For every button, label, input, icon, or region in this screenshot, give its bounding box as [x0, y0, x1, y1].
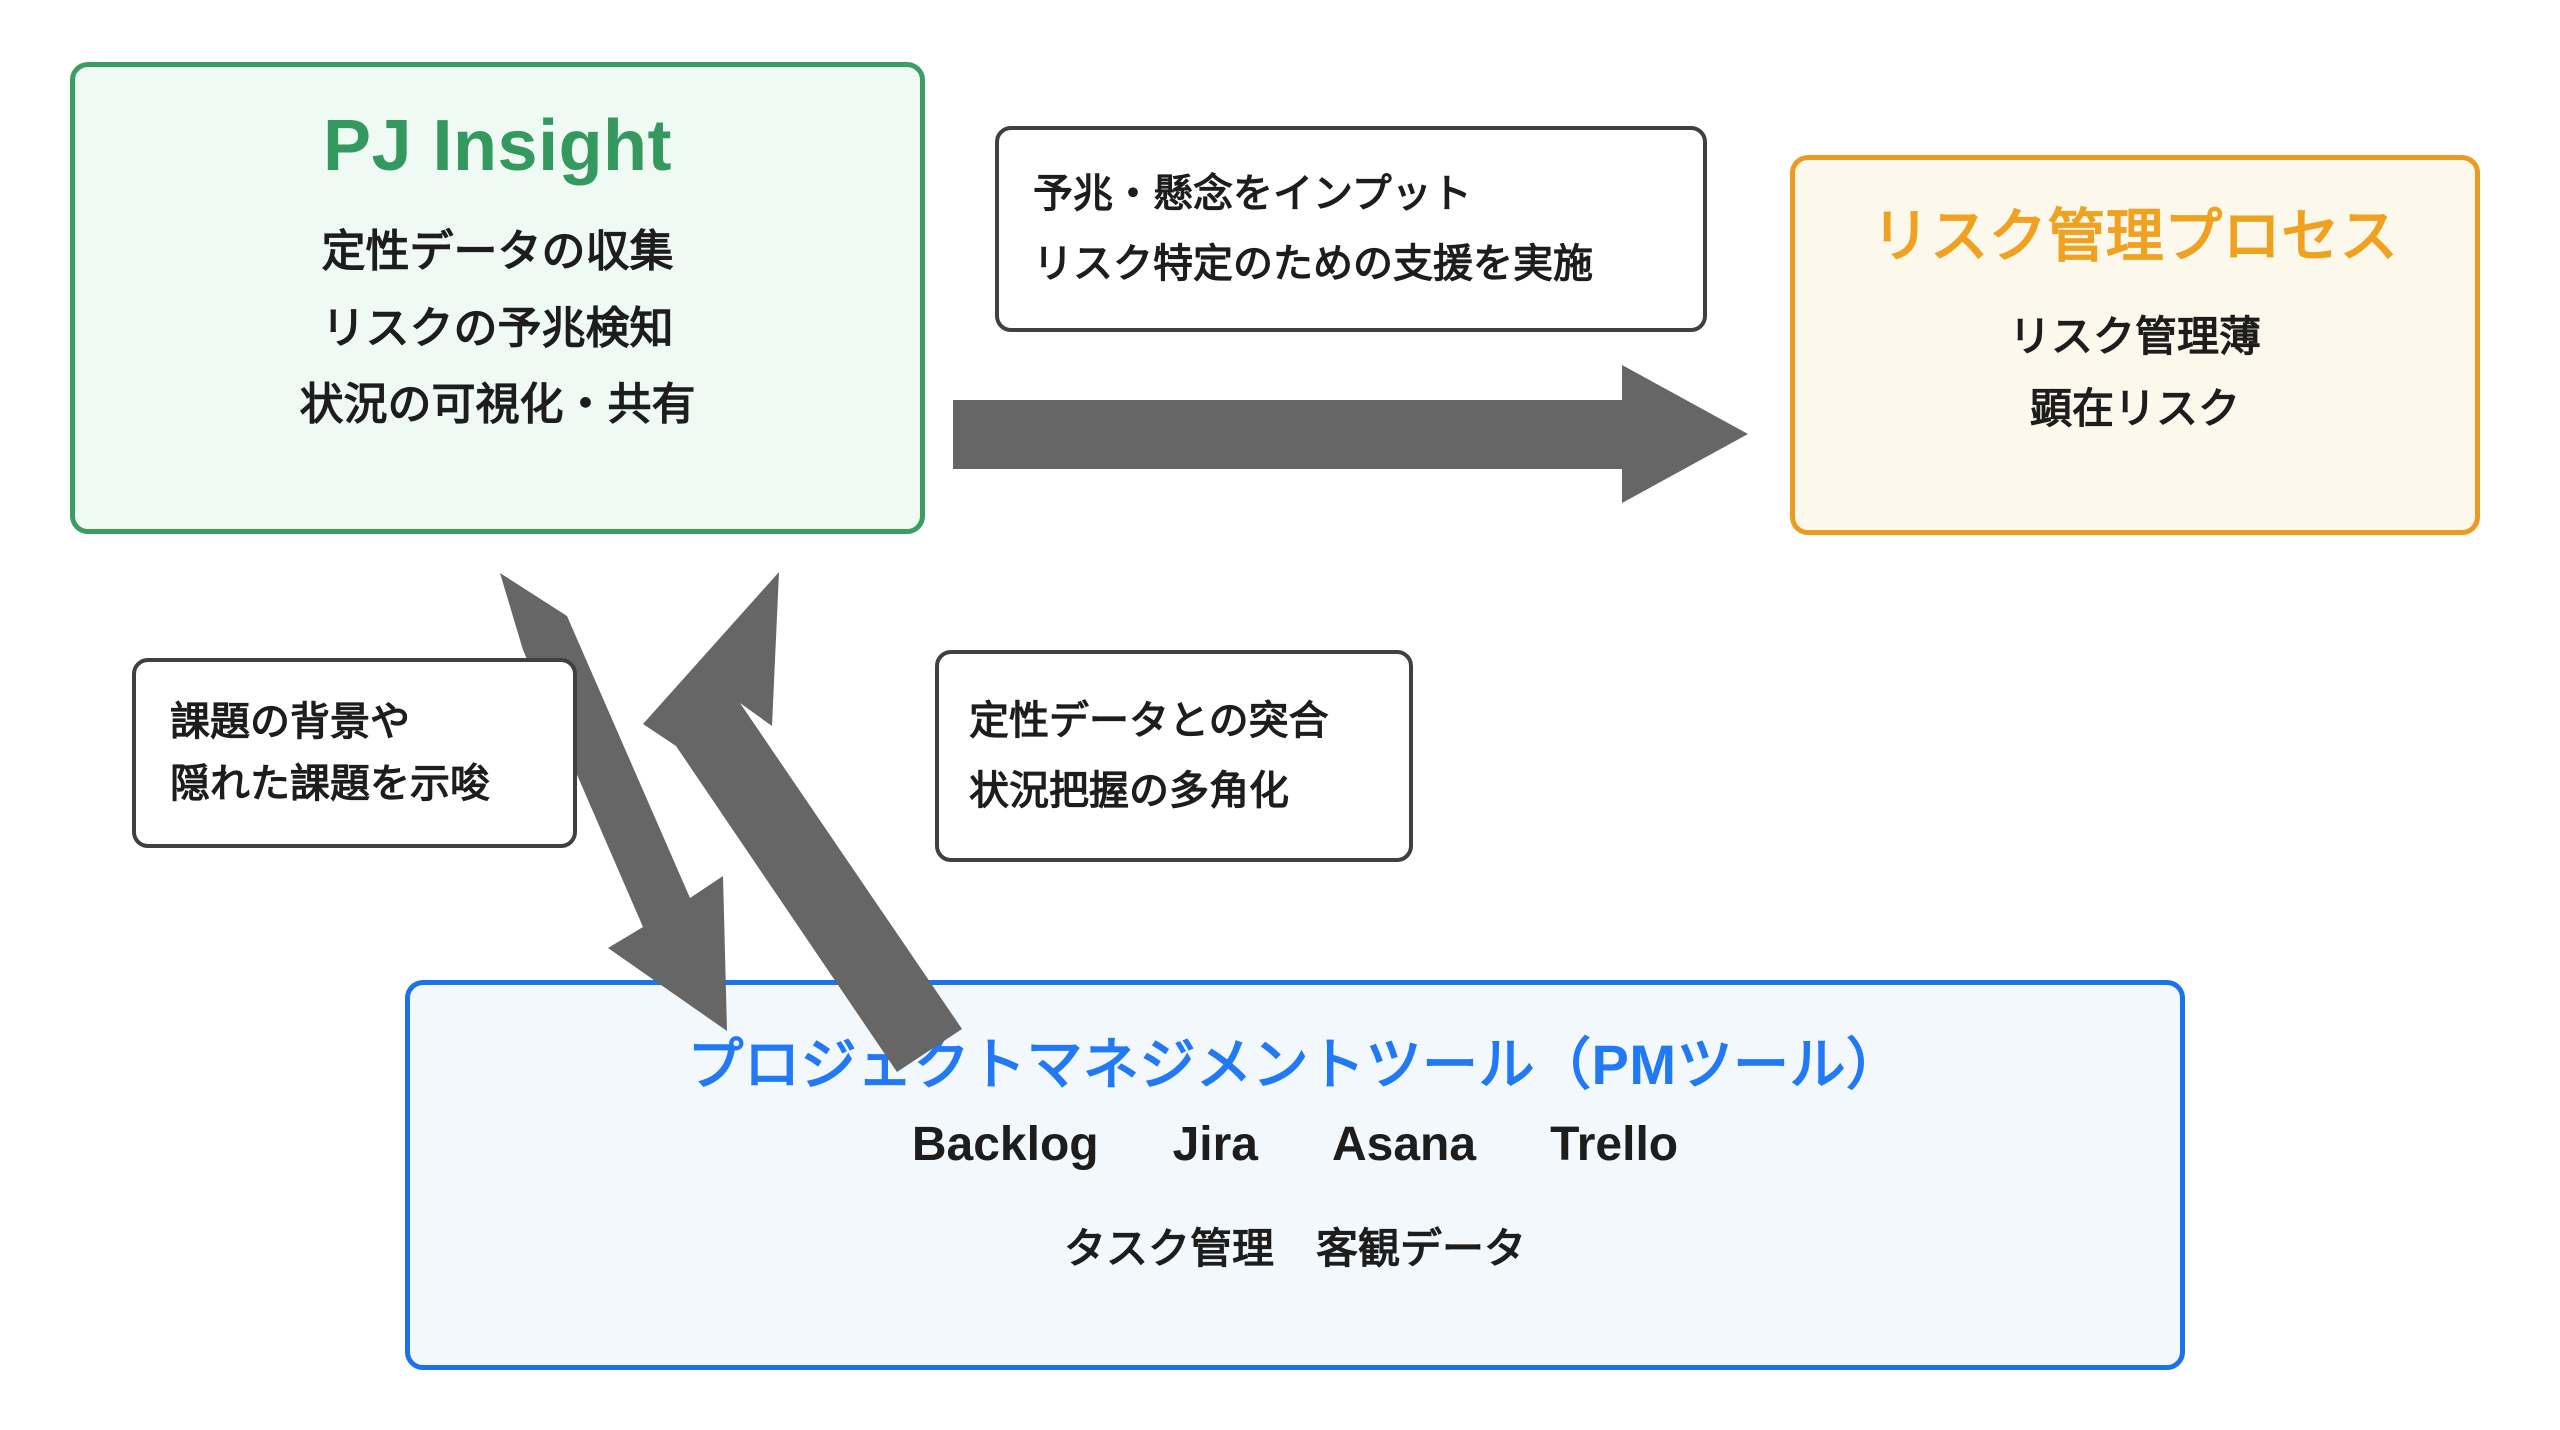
- pj-insight-line-3: 状況の可視化・共有: [299, 380, 696, 430]
- pm-tool-jira: Jira: [1172, 1118, 1258, 1172]
- risk-process-line-1: リスク管理薄: [2008, 312, 2261, 360]
- pm-tool-list: Backlog Jira Asana Trello: [912, 1117, 1678, 1172]
- pj-insight-line-1: 定性データの収集: [321, 226, 674, 276]
- callout-issue-background[interactable]: 課題の背景や 隠れた課題を示唆: [132, 658, 577, 848]
- callout-input-line-2: リスク特定のための支援を実施: [1033, 242, 1593, 286]
- pj-insight-title: PJ Insight: [322, 106, 673, 186]
- node-pm-tool[interactable]: プロジェクトマネジメントツール（PMツール） Backlog Jira Asan…: [405, 980, 2185, 1370]
- callout-match-line-2: 状況把握の多角化: [969, 769, 1289, 813]
- pm-tool-line-1: タスク管理 客観データ: [1063, 1225, 1526, 1273]
- pm-tool-title: プロジェクトマネジメントツール（PMツール）: [687, 1033, 1903, 1096]
- callout-input-line-1: 予兆・懸念をインプット: [1033, 172, 1472, 216]
- pm-tool-asana: Asana: [1332, 1118, 1477, 1172]
- node-pj-insight[interactable]: PJ Insight 定性データの収集 リスクの予兆検知 状況の可視化・共有: [70, 62, 925, 534]
- node-risk-management-process[interactable]: リスク管理プロセス リスク管理薄 顕在リスク: [1790, 155, 2480, 535]
- arrow-pj-insight-to-risk-process: [953, 365, 1748, 503]
- callout-issue-line-1: 課題の背景や: [170, 700, 410, 744]
- callout-issue-line-2: 隠れた課題を示唆: [170, 762, 490, 806]
- callout-match-line-1: 定性データとの突合: [969, 699, 1329, 743]
- pm-tool-backlog: Backlog: [911, 1118, 1099, 1172]
- callout-input-to-risk-process[interactable]: 予兆・懸念をインプット リスク特定のための支援を実施: [995, 126, 1707, 332]
- risk-process-title: リスク管理プロセス: [1871, 204, 2399, 269]
- pj-insight-line-2: リスクの予兆検知: [321, 303, 674, 353]
- risk-process-line-2: 顕在リスク: [2029, 385, 2240, 433]
- pm-tool-trello: Trello: [1550, 1118, 1679, 1172]
- callout-data-matching[interactable]: 定性データとの突合 状況把握の多角化: [935, 650, 1413, 862]
